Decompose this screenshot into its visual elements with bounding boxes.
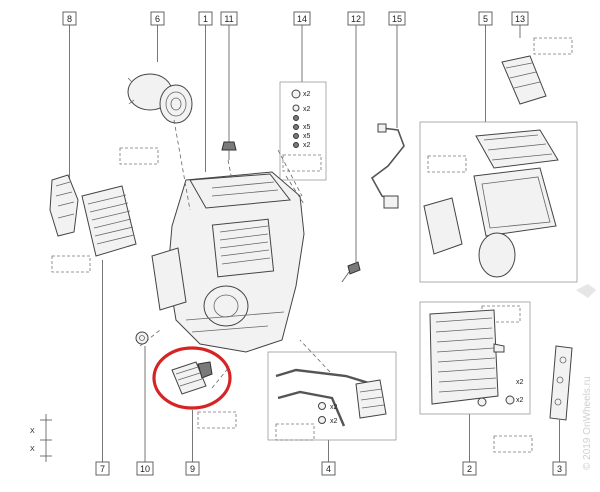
hardware-set[interactable]: x2 x2 x5 x5 x2 xyxy=(291,89,311,149)
callout-15-label: 15 xyxy=(392,14,402,24)
dimension-detail: X X xyxy=(30,414,52,462)
callout-14[interactable]: 14 xyxy=(293,11,311,82)
callout-12-label: 12 xyxy=(351,14,361,24)
callout-8[interactable]: 8 xyxy=(62,11,77,180)
callout-8-label: 8 xyxy=(67,14,72,24)
part-number-box xyxy=(493,435,533,453)
washer-10[interactable] xyxy=(135,331,149,345)
callout-4[interactable]: 4 xyxy=(321,440,336,476)
actuator-9[interactable] xyxy=(171,361,213,395)
wiring-harness[interactable] xyxy=(370,123,405,209)
callout-3-label: 3 xyxy=(557,464,562,474)
part-number-box xyxy=(119,147,159,165)
pipe-qty-2: x2 xyxy=(330,418,338,425)
pipe-kit[interactable]: x2 x2 xyxy=(275,368,387,427)
hardware-qty-1: x2 xyxy=(303,91,311,98)
clip-11[interactable] xyxy=(221,141,237,160)
evaporator-qty-2: x2 xyxy=(516,397,524,404)
filter-element[interactable] xyxy=(501,55,547,105)
part-number-box xyxy=(275,423,315,441)
part-number-box xyxy=(282,154,322,172)
callout-11[interactable]: 11 xyxy=(220,11,238,142)
pipe-kit-frame xyxy=(267,351,397,441)
callout-5-label: 5 xyxy=(483,14,488,24)
callout-1-label: 1 xyxy=(203,14,208,24)
seal-kit[interactable] xyxy=(423,129,559,278)
callout-1[interactable]: 1 xyxy=(198,11,213,172)
bracket-3[interactable] xyxy=(549,345,573,421)
evaporator-qty-1: x2 xyxy=(516,379,524,386)
callout-10[interactable]: 10 xyxy=(136,346,154,476)
part-number-box xyxy=(197,411,237,429)
callout-6[interactable]: 6 xyxy=(150,11,165,62)
callout-3[interactable]: 3 xyxy=(552,420,567,476)
callout-11-label: 11 xyxy=(224,14,233,24)
part-number-box xyxy=(533,37,573,55)
callout-10-label: 10 xyxy=(140,464,150,474)
hardware-qty-4: x5 xyxy=(303,133,311,140)
callout-6-label: 6 xyxy=(155,14,160,24)
callout-14-label: 14 xyxy=(297,14,307,24)
callout-9[interactable]: 9 xyxy=(185,410,200,476)
callout-15[interactable]: 15 xyxy=(388,11,406,128)
part-number-box xyxy=(427,155,467,173)
evaporator[interactable]: x2 x2 xyxy=(429,309,524,407)
callout-2-label: 2 xyxy=(467,464,472,474)
dimension-label-2: X xyxy=(30,446,35,453)
callout-9-label: 9 xyxy=(190,464,195,474)
callout-12[interactable]: 12 xyxy=(347,11,365,262)
hardware-qty-3: x5 xyxy=(303,124,311,131)
cabin-filter[interactable] xyxy=(81,185,137,257)
highlight-circle xyxy=(152,346,232,410)
filter-kit-frame xyxy=(419,121,578,283)
callout-5[interactable]: 5 xyxy=(478,11,493,122)
callout-7-label: 7 xyxy=(100,464,105,474)
pipe-qty-1: x2 xyxy=(330,404,338,411)
callout-13[interactable]: 13 xyxy=(511,11,529,38)
part-number-box xyxy=(51,255,91,273)
hardware-qty-5: x2 xyxy=(303,142,311,149)
watermark: © 2019 OnWheels.ru xyxy=(576,284,596,470)
callout-2[interactable]: 2 xyxy=(462,414,477,476)
screw-12[interactable] xyxy=(341,261,361,283)
evaporator-frame xyxy=(419,301,531,415)
dimension-label-1: X xyxy=(30,428,35,435)
hardware-qty-2: x2 xyxy=(303,106,311,113)
flap-actuator[interactable] xyxy=(49,174,79,237)
callout-7[interactable]: 7 xyxy=(95,260,110,476)
watermark-text: © 2019 OnWheels.ru xyxy=(582,376,593,470)
hardware-frame xyxy=(279,81,327,181)
callout-13-label: 13 xyxy=(515,14,525,24)
hvac-housing[interactable] xyxy=(151,171,305,353)
callout-4-label: 4 xyxy=(326,464,331,474)
blower-motor[interactable] xyxy=(127,73,193,124)
